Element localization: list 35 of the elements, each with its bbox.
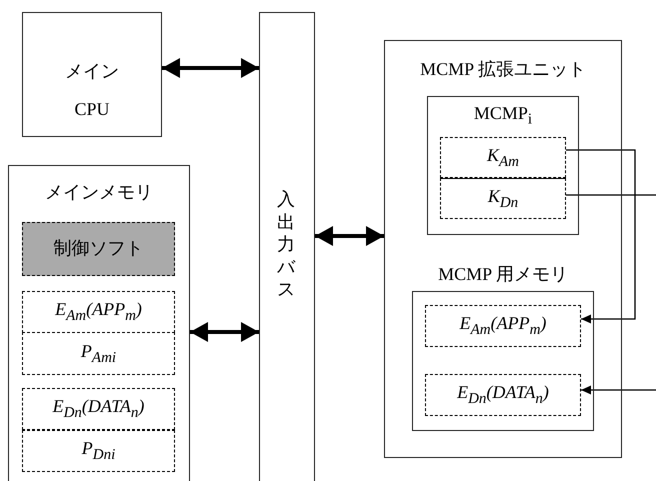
- memory-block: [425, 305, 581, 347]
- memory-block: [22, 430, 175, 472]
- software-box: [22, 222, 175, 276]
- processor-box: [427, 96, 579, 235]
- box-label: MCMP 用メモリ: [437, 264, 569, 286]
- arrow: [581, 386, 656, 394]
- box-label: P$_{Dni}$: [80, 438, 116, 464]
- memory-box: [8, 165, 190, 481]
- unit-box: [384, 40, 622, 458]
- box-label: MCMP$_{i}$: [472, 103, 534, 129]
- box-label: P$_{Ami}$: [80, 340, 118, 366]
- box-label: K$_{Am}$: [486, 144, 520, 170]
- box-label: 制御ソフト: [52, 238, 144, 260]
- key-block: [440, 137, 566, 178]
- box-label: E$_{Am}$(APP$_{m}$): [54, 299, 143, 325]
- key-block: [440, 178, 566, 219]
- box-label: E$_{Dn}$(DATA$_{n}$): [52, 396, 146, 422]
- bus-bar: [259, 12, 315, 481]
- box-label: E$_{Dn}$(DATA$_{n}$): [456, 382, 550, 408]
- arrow: [315, 226, 384, 246]
- bus-label: 入出力バス: [277, 188, 295, 300]
- memory-block: [425, 374, 581, 416]
- arrow: [566, 149, 636, 324]
- box-label: MCMP 拡張ユニット: [419, 59, 587, 81]
- box-label: メイン CPU: [64, 60, 120, 121]
- box-label: K$_{Dn}$: [486, 186, 520, 212]
- box-label: メインメモリ: [44, 182, 154, 204]
- arrow: [190, 322, 259, 342]
- arrow: [162, 58, 259, 78]
- memory-block: [22, 332, 175, 375]
- connector-line: [566, 194, 656, 196]
- processor-box: [22, 12, 162, 137]
- memory-block: [22, 388, 175, 430]
- memory-block: [22, 291, 175, 333]
- box-label: E$_{Am}$(APP$_{m}$): [458, 313, 548, 339]
